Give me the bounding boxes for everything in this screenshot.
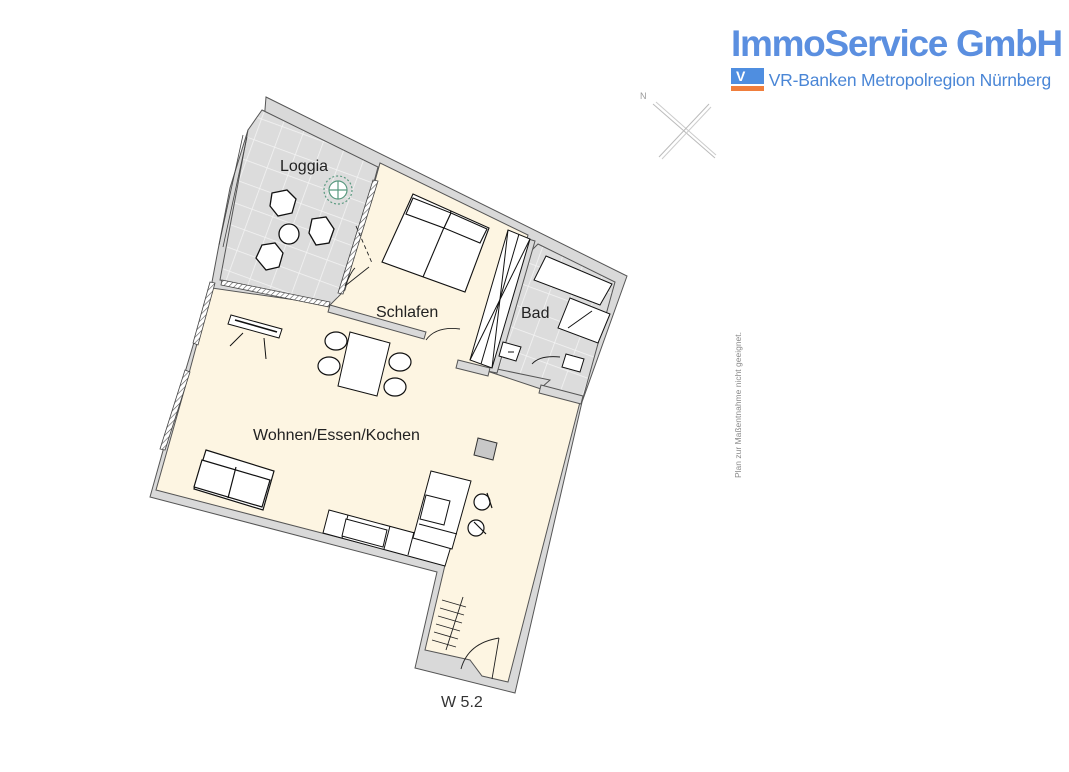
- room-label-loggia: Loggia: [280, 158, 328, 175]
- side-table: [278, 223, 300, 245]
- shower: [557, 297, 611, 344]
- tv-unit: [227, 314, 283, 360]
- room-label-wohnen: Wohnen/Essen/Kochen: [253, 427, 420, 444]
- compass-icon: N: [640, 91, 717, 160]
- dining-chairs: [317, 331, 412, 397]
- bedroom-door[interactable]: [425, 328, 461, 341]
- bathroom-door[interactable]: [531, 356, 561, 365]
- lounge-chair: [255, 242, 284, 271]
- loggia-door[interactable]: [344, 225, 373, 287]
- bathtub: [533, 255, 613, 306]
- entrance-door[interactable]: [460, 637, 500, 680]
- room-label-schlafen: Schlafen: [376, 304, 438, 321]
- room-label-bad: Bad: [521, 305, 549, 322]
- unit-label: W 5.2: [441, 694, 483, 711]
- windows: [159, 134, 379, 451]
- coat-rack: [431, 596, 467, 651]
- compass-north-label: N: [640, 91, 647, 101]
- sofa: [193, 449, 275, 511]
- dining-table: [337, 331, 391, 397]
- cooktop: [419, 494, 451, 526]
- loggia-furniture: [255, 189, 335, 271]
- company-logo: ImmoService GmbH V VR-Banken Metropolreg…: [731, 23, 1063, 92]
- side-table-grey: [473, 437, 498, 461]
- vr-bank-icon: V: [731, 68, 764, 92]
- bar-stools: [467, 492, 493, 537]
- washbasin: [561, 353, 585, 373]
- double-bed: [381, 193, 490, 293]
- company-name: ImmoService GmbH: [731, 23, 1063, 64]
- kitchen-counter: [322, 470, 472, 567]
- bathroom-fixtures: [498, 255, 613, 373]
- lounge-chair: [269, 189, 297, 217]
- company-subtitle: VR-Banken Metropolregion Nürnberg: [768, 69, 1052, 90]
- wardrobe: [469, 229, 531, 369]
- plant-icon: [323, 175, 353, 205]
- lounge-chair: [308, 216, 335, 246]
